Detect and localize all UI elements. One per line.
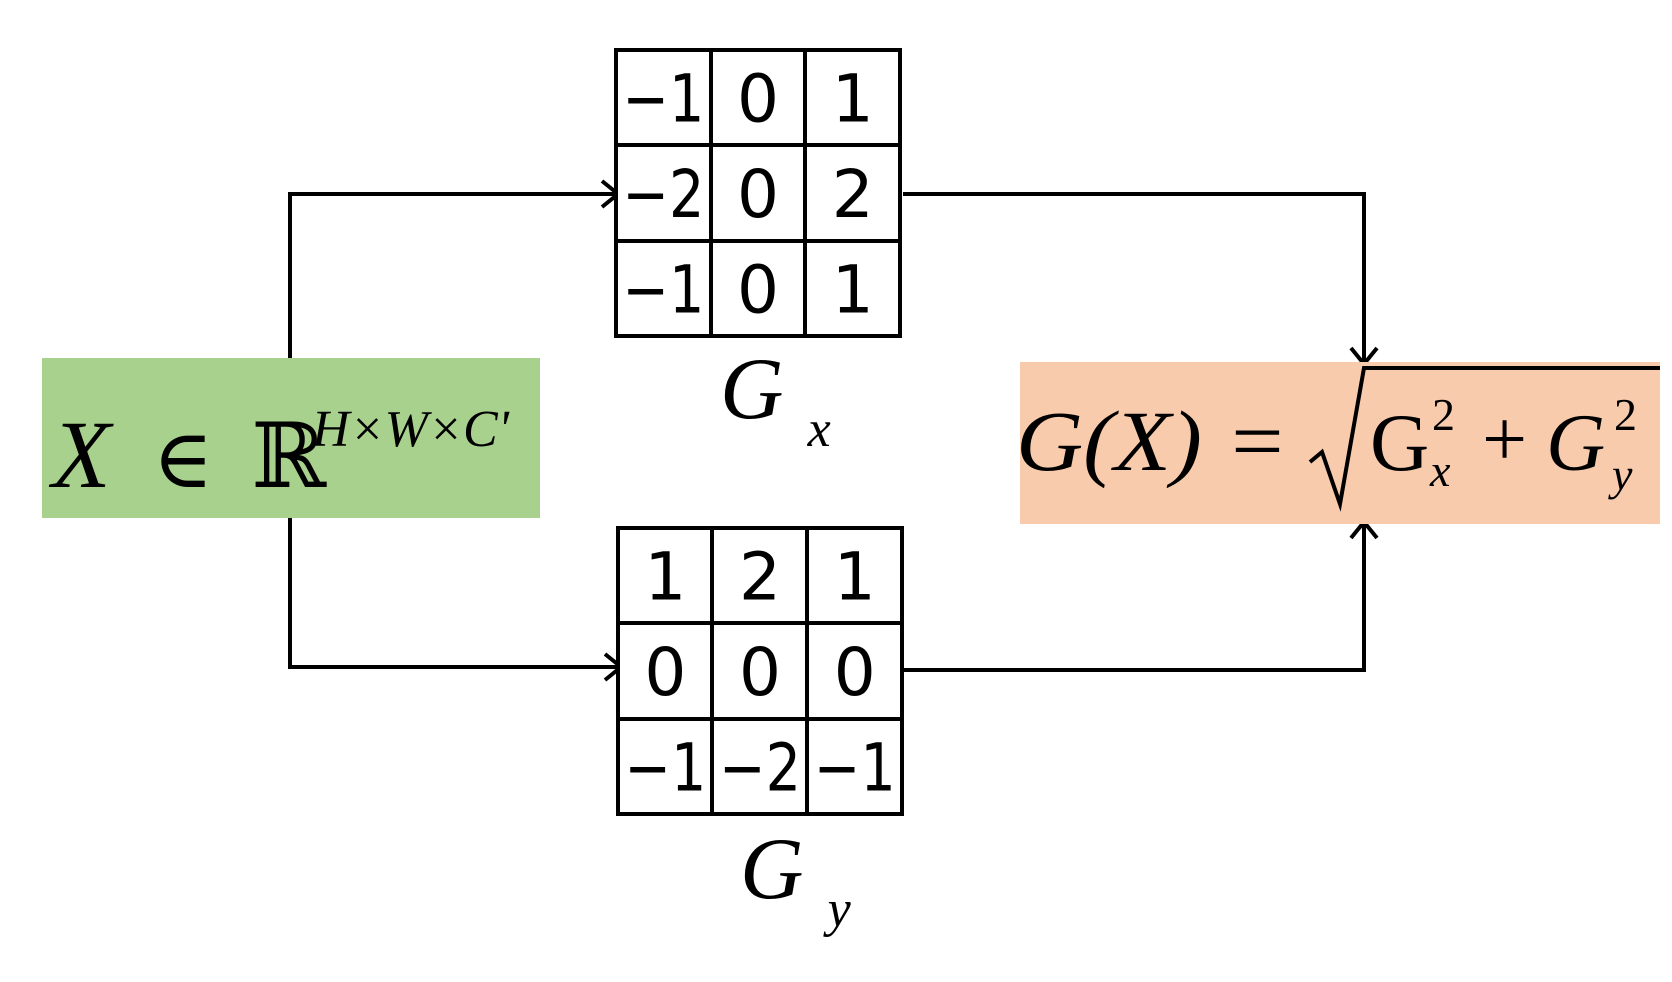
kernel-gy-cell: 0 — [644, 634, 686, 711]
kernel-gy-label-sub: y — [823, 881, 852, 938]
kernel-gx-label: G x — [720, 341, 831, 458]
kernel-gx-label-main: G — [720, 341, 784, 438]
output-term-gy-sub: y — [1608, 449, 1633, 500]
kernel-gy-cell: 1 — [834, 539, 876, 616]
output-term-gx-sup: 2 — [1432, 389, 1455, 440]
kernel-gy-label-main: G — [740, 821, 804, 918]
kernel-gx-frame — [614, 48, 902, 338]
output-lhs: G(X) = — [1016, 393, 1288, 489]
kernel-gx-label-sub: x — [807, 401, 831, 458]
element-of-symbol: ∈ — [153, 414, 214, 505]
kernel-gy-cell: −1 — [624, 729, 706, 806]
kernel-gx-cell: −2 — [622, 156, 704, 233]
input-tensor-expression: X ∈ ℝ — [48, 401, 327, 508]
kernel-gy-cell: 2 — [739, 539, 781, 616]
output-term-gx-sub: x — [1429, 445, 1451, 496]
real-set-symbol: ℝ — [251, 408, 327, 507]
arrow-gy-to-output — [903, 522, 1364, 672]
arrow-input-to-gy — [288, 518, 621, 667]
kernel-gx-cell: −1 — [622, 251, 704, 328]
kernel-gx-cell: 0 — [737, 251, 779, 328]
kernel-gy-frame — [616, 526, 904, 816]
arrow-input-to-gx — [288, 194, 618, 358]
output-term-gy-sup: 2 — [1614, 389, 1637, 440]
output-plus: + — [1482, 396, 1527, 484]
kernel-gy-cell: 0 — [834, 634, 876, 711]
kernel-gy-label: G y — [740, 821, 852, 938]
kernel-gx-cell: 0 — [737, 156, 779, 233]
output-box: G(X) = G 2 x + G 2 y — [1016, 362, 1660, 524]
square-root-sign — [1308, 366, 1660, 512]
kernel-gy-cell: −1 — [814, 729, 896, 806]
output-term-gx: G — [1370, 397, 1429, 488]
output-term-gy: G — [1546, 397, 1605, 488]
connectors — [288, 192, 1364, 672]
kernel-gx-cell: 1 — [832, 251, 874, 328]
input-dimensions: H×W×C' — [311, 401, 510, 458]
kernel-gx-cell: 1 — [832, 61, 874, 138]
kernel-gy-cell: 0 — [739, 634, 781, 711]
input-box-background — [42, 358, 540, 518]
kernel-gx-cell: 0 — [737, 61, 779, 138]
kernel-gx-cell: 2 — [832, 156, 874, 233]
kernel-gy-cell: −2 — [719, 729, 801, 806]
input-variable: X — [48, 401, 114, 508]
arrow-gx-to-output — [903, 192, 1364, 364]
kernel-gx-cell: −1 — [622, 61, 704, 138]
input-box: X ∈ ℝ H×W×C' — [42, 358, 540, 518]
kernel-gy-cell: 1 — [644, 539, 686, 616]
